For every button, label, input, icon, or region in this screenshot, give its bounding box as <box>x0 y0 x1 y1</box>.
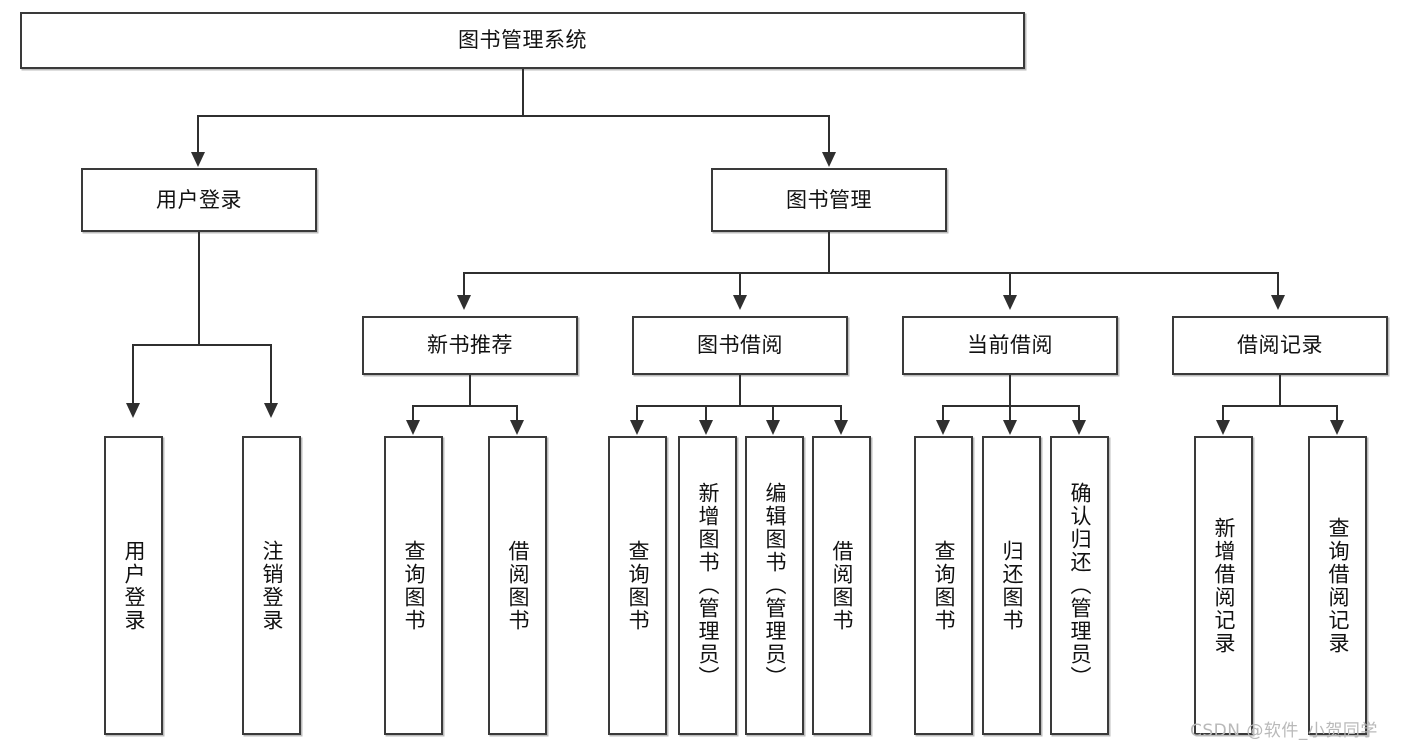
connector-cb-bus <box>942 405 1080 407</box>
connector-cb-drop-2 <box>1009 405 1011 421</box>
arrow-to-leaf-logout <box>264 403 278 418</box>
connector-br-drop-1 <box>1222 405 1224 421</box>
node-label: 查询图书 <box>626 539 650 632</box>
arrow-to-current-borrow <box>1003 295 1017 310</box>
arrow-to-book-borrow <box>733 295 747 310</box>
leaf-nbr-query-book[interactable]: 查询图书 <box>384 436 443 735</box>
node-user-login[interactable]: 用户登录 <box>81 168 317 232</box>
connector-user-login-drop-2 <box>270 344 272 404</box>
leaf-logout[interactable]: 注销登录 <box>242 436 301 735</box>
node-label: 新增图书（管理员） <box>696 482 720 689</box>
arrow-to-leaf-user-login <box>126 403 140 418</box>
connector-root-to-book-mgmt <box>828 115 830 153</box>
connector-cb-drop-1 <box>942 405 944 421</box>
node-current-borrow[interactable]: 当前借阅 <box>902 316 1118 375</box>
node-label: 借阅记录 <box>1237 333 1323 358</box>
connector-bm-drop-4 <box>1277 272 1279 296</box>
connector-bm-drop-3 <box>1009 272 1011 296</box>
arrow-bb-leaf-4 <box>834 420 848 435</box>
leaf-bb-borrow-book[interactable]: 借阅图书 <box>812 436 871 735</box>
node-label: 查询图书 <box>932 539 956 632</box>
arrow-br-leaf-2 <box>1330 420 1344 435</box>
node-new-book-recommend[interactable]: 新书推荐 <box>362 316 578 375</box>
connector-bb-stem <box>739 375 741 406</box>
node-label: 用户登录 <box>122 539 146 632</box>
node-borrow-record[interactable]: 借阅记录 <box>1172 316 1388 375</box>
connector-bm-drop-1 <box>463 272 465 296</box>
node-root-system[interactable]: 图书管理系统 <box>20 12 1025 69</box>
connector-br-stem <box>1279 375 1281 406</box>
node-label: 借阅图书 <box>506 539 530 632</box>
connector-cb-stem <box>1009 375 1011 406</box>
connector-root-to-user-login <box>197 115 199 153</box>
arrow-to-book-mgmt <box>822 152 836 167</box>
connector-br-drop-2 <box>1336 405 1338 421</box>
connector-bm-drop-2 <box>739 272 741 296</box>
node-label: 归还图书 <box>1000 539 1024 632</box>
connector-br-bus <box>1222 405 1338 407</box>
leaf-user-login[interactable]: 用户登录 <box>104 436 163 735</box>
connector-nbr-drop-1 <box>412 405 414 421</box>
leaf-bb-query-book[interactable]: 查询图书 <box>608 436 667 735</box>
arrow-cb-leaf-2 <box>1003 420 1017 435</box>
arrow-to-new-book-recommend <box>457 295 471 310</box>
leaf-cb-query-book[interactable]: 查询图书 <box>914 436 973 735</box>
connector-book-mgmt-bus <box>463 272 1278 274</box>
arrow-nbr-leaf-2 <box>510 420 524 435</box>
leaf-cb-return-book[interactable]: 归还图书 <box>982 436 1041 735</box>
node-label: 用户登录 <box>156 187 242 212</box>
leaf-br-add-record[interactable]: 新增借阅记录 <box>1194 436 1253 735</box>
arrow-bb-leaf-3 <box>766 420 780 435</box>
leaf-cb-confirm-return[interactable]: 确认归还（管理员） <box>1050 436 1109 735</box>
leaf-bb-add-book[interactable]: 新增图书（管理员） <box>678 436 737 735</box>
node-label: 注销登录 <box>260 539 284 632</box>
arrow-bb-leaf-1 <box>630 420 644 435</box>
connector-nbr-stem <box>469 375 471 406</box>
node-label: 新书推荐 <box>427 333 513 358</box>
connector-user-login-drop-1 <box>132 344 134 404</box>
leaf-bb-edit-book[interactable]: 编辑图书（管理员） <box>745 436 804 735</box>
arrow-to-borrow-record <box>1271 295 1285 310</box>
connector-cb-drop-3 <box>1078 405 1080 421</box>
node-label: 图书管理 <box>786 187 872 212</box>
node-label: 查询图书 <box>402 539 426 632</box>
connector-book-mgmt-stem <box>828 232 830 273</box>
arrow-cb-leaf-3 <box>1072 420 1086 435</box>
node-label: 当前借阅 <box>967 333 1053 358</box>
node-label: 确认归还（管理员） <box>1068 482 1092 689</box>
connector-user-login-bus <box>132 344 270 346</box>
connector-user-login-stem <box>198 232 200 345</box>
node-book-borrow[interactable]: 图书借阅 <box>632 316 848 375</box>
connector-nbr-bus <box>412 405 517 407</box>
node-label: 编辑图书（管理员） <box>763 482 787 689</box>
connector-root-bus <box>197 115 830 117</box>
arrow-cb-leaf-1 <box>936 420 950 435</box>
connector-bb-bus <box>636 405 841 407</box>
arrow-nbr-leaf-1 <box>406 420 420 435</box>
connector-bb-drop-2 <box>705 405 707 421</box>
arrow-to-user-login <box>191 152 205 167</box>
connector-root-stem <box>522 69 524 116</box>
node-label: 新增借阅记录 <box>1212 516 1236 655</box>
connector-bb-drop-3 <box>772 405 774 421</box>
node-label: 图书管理系统 <box>458 28 587 53</box>
connector-nbr-drop-2 <box>516 405 518 421</box>
arrow-br-leaf-1 <box>1216 420 1230 435</box>
node-label: 查询借阅记录 <box>1326 516 1350 655</box>
arrow-bb-leaf-2 <box>699 420 713 435</box>
connector-bb-drop-1 <box>636 405 638 421</box>
node-label: 借阅图书 <box>830 539 854 632</box>
leaf-br-query-record[interactable]: 查询借阅记录 <box>1308 436 1367 735</box>
connector-bb-drop-4 <box>840 405 842 421</box>
node-label: 图书借阅 <box>697 333 783 358</box>
node-book-management[interactable]: 图书管理 <box>711 168 947 232</box>
leaf-nbr-borrow-book[interactable]: 借阅图书 <box>488 436 547 735</box>
